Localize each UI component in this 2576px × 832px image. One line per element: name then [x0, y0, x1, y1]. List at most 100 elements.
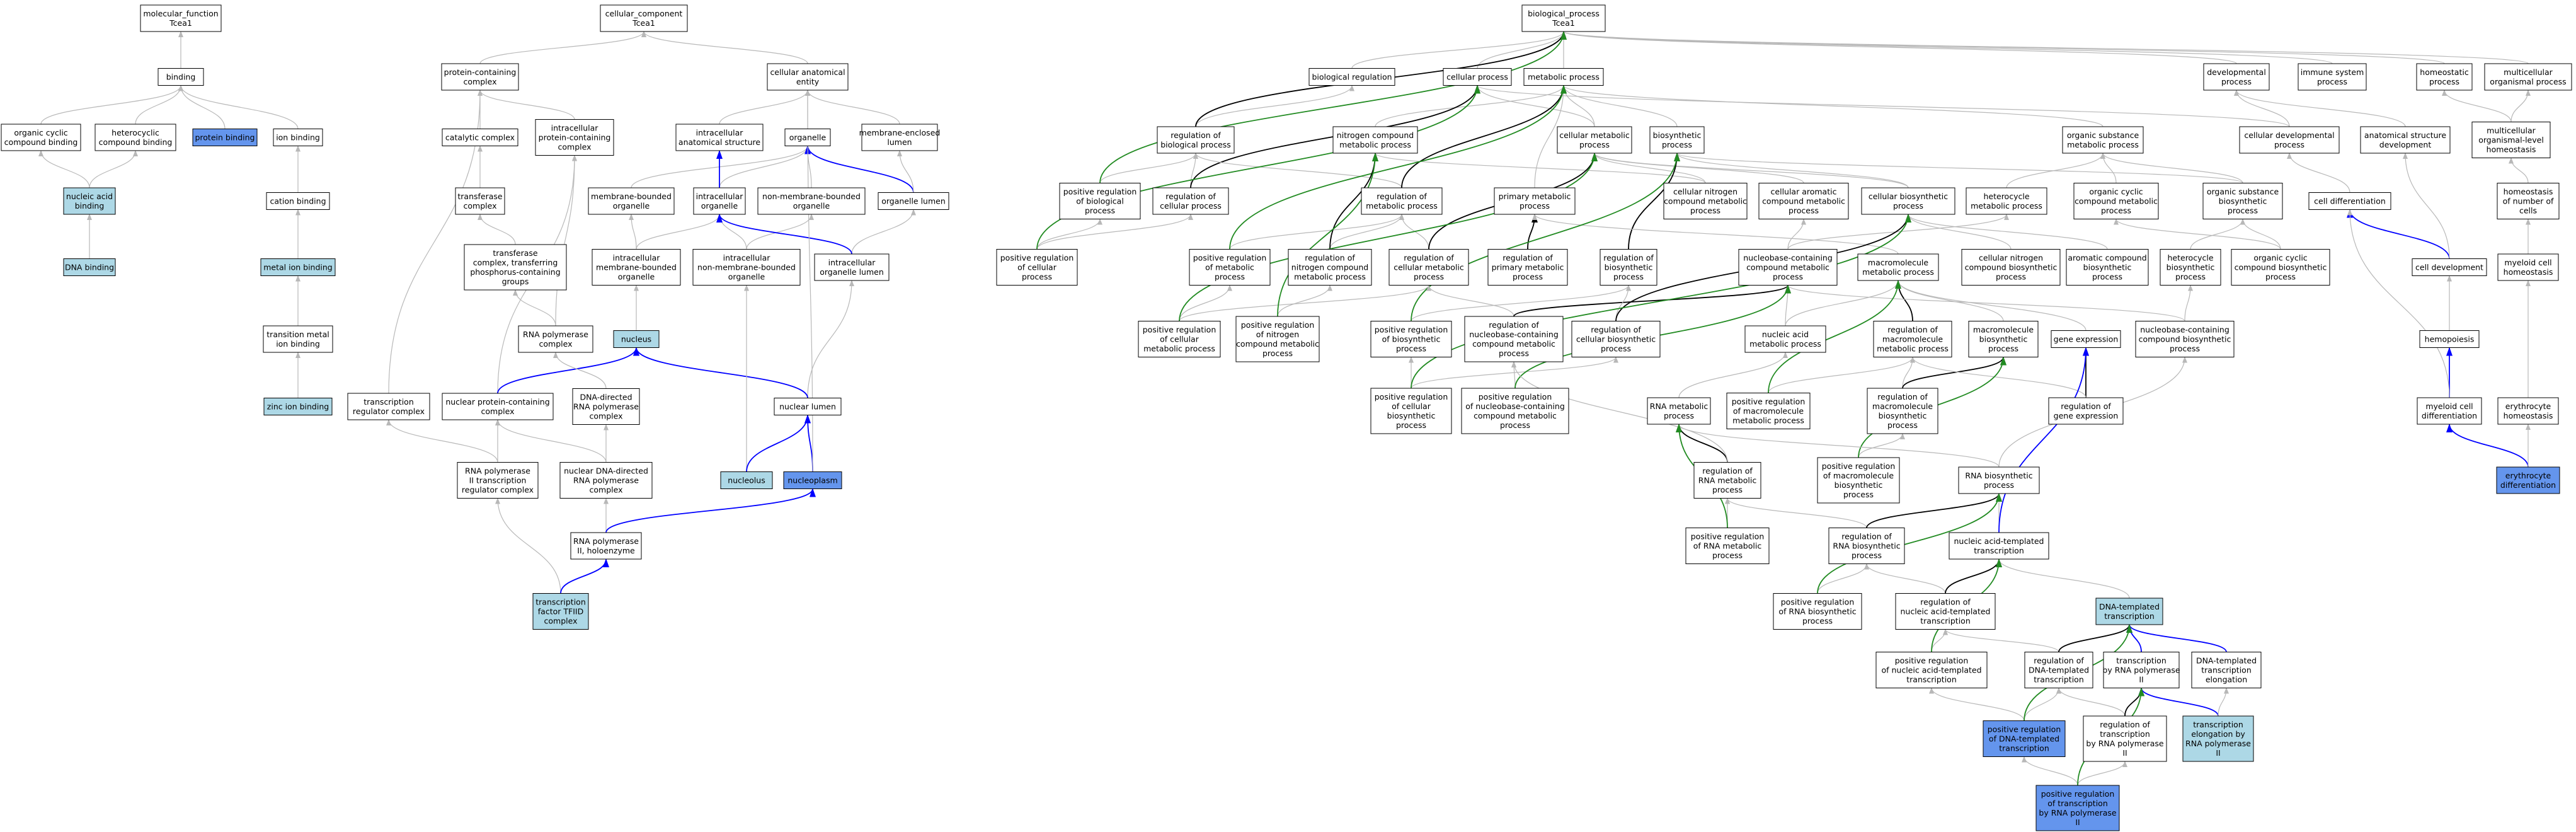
go-term-node-gene-expression[interactable]: gene expression [2051, 330, 2121, 348]
go-term-node-nucleoplasm[interactable]: nucleoplasm [783, 471, 842, 489]
go-term-node-metal-ion-binding[interactable]: metal ion binding [260, 258, 336, 276]
go-term-node-protein-binding[interactable]: protein binding [192, 129, 258, 146]
go-term-node-cell-development[interactable]: cell development [2412, 258, 2487, 276]
go-term-node-zinc-ion-binding[interactable]: zinc ion binding [263, 398, 333, 415]
go-term-node-cation-binding[interactable]: cation binding [266, 192, 330, 210]
go-term-node-catalytic-complex[interactable]: catalytic complex [442, 129, 518, 146]
go-term-node-ion-binding[interactable]: ion binding [273, 129, 323, 146]
go-term-node-binding[interactable]: binding [157, 68, 204, 86]
go-term-node-cellular-process[interactable]: cellular process [1443, 68, 1512, 86]
go-term-node-dna-binding[interactable]: DNA binding [63, 258, 116, 276]
go-term-node-organelle-lumen[interactable]: organelle lumen [878, 192, 949, 210]
go-term-node-cell-differentiation[interactable]: cell differentiation [2308, 192, 2391, 210]
go-term-node-metabolic-process[interactable]: metabolic process [1523, 68, 1604, 86]
go-term-node-nuclear-lumen[interactable]: nuclear lumen [774, 398, 842, 415]
